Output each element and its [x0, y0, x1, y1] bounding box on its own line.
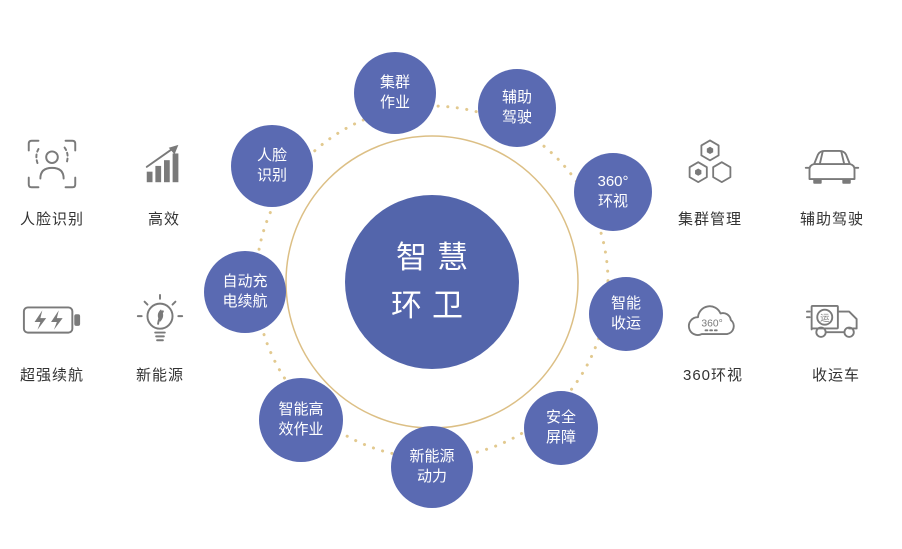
feature-cluster-management: 集群管理	[658, 132, 762, 229]
truck-icon: 运	[806, 288, 866, 352]
node-smart-collection: 智能 收运	[589, 277, 663, 351]
hexagon-cluster-icon	[681, 132, 739, 196]
node-assisted-driving: 辅助 驾驶	[478, 69, 556, 147]
feature-label: 收运车	[811, 367, 860, 384]
feature-surround-view: 360° 360环视	[661, 288, 765, 385]
svg-text:360°: 360°	[701, 319, 722, 330]
feature-label: 集群管理	[677, 211, 742, 228]
feature-label: 高效	[147, 211, 180, 228]
feature-label: 人脸识别	[19, 211, 84, 228]
node-face-recognition: 人脸 识别	[231, 125, 313, 207]
feature-collection-truck: 运 收运车	[784, 288, 888, 385]
feature-label: 辅助驾驶	[799, 211, 864, 228]
cloud-360-icon: 360°	[683, 288, 743, 352]
eco-bulb-icon	[133, 288, 187, 352]
feature-label: 新能源	[135, 367, 184, 384]
feature-label: 360环视	[682, 367, 744, 384]
node-new-energy-power: 新能源 动力	[391, 426, 473, 508]
feature-label: 超强续航	[19, 367, 84, 384]
node-auto-charging-endurance: 自动充 电续航	[204, 251, 286, 333]
center-node: 智慧 环卫	[345, 195, 519, 369]
face-scan-icon	[21, 132, 83, 196]
center-node-label: 智慧 环卫	[391, 239, 478, 323]
bar-chart-icon	[141, 132, 187, 196]
node-safety-barrier: 安全 屏障	[524, 391, 598, 465]
feature-face-recognition: 人脸识别	[0, 132, 104, 229]
feature-endurance: 超强续航	[0, 288, 104, 385]
node-surround-view-360: 360° 环视	[574, 153, 652, 231]
car-icon	[802, 132, 862, 196]
svg-text:运: 运	[820, 313, 830, 323]
node-cluster-operation: 集群 作业	[354, 52, 436, 134]
battery-icon	[21, 288, 83, 352]
node-smart-efficient-operation: 智能高 效作业	[259, 378, 343, 462]
feature-new-energy: 新能源	[108, 288, 212, 385]
feature-assisted-driving: 辅助驾驶	[780, 132, 884, 229]
feature-efficiency: 高效	[112, 132, 216, 229]
